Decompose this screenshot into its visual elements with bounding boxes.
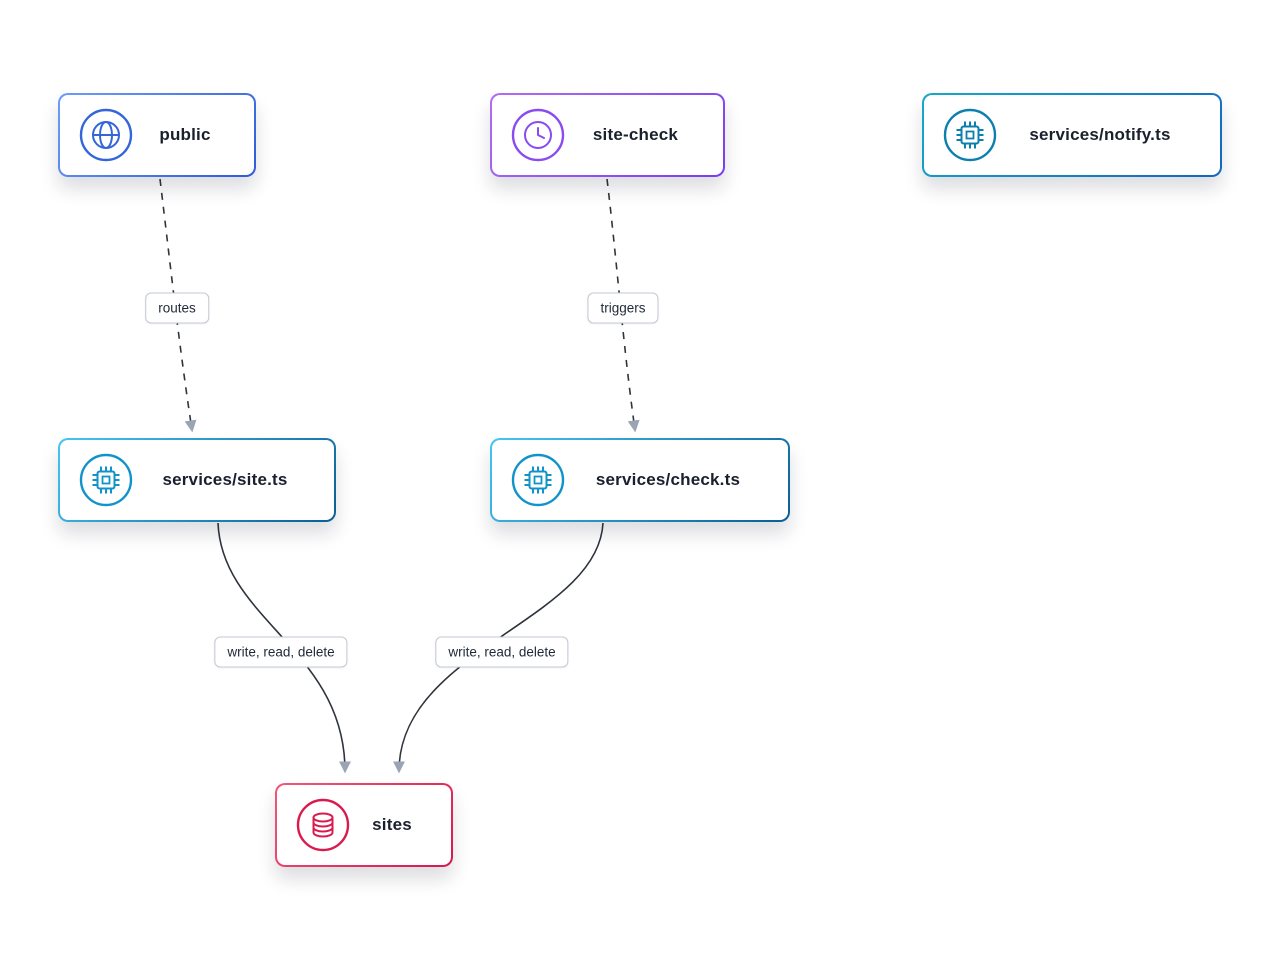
node-services-notify-body: services/notify.ts (924, 95, 1220, 175)
node-label: services/notify.ts (1029, 125, 1171, 144)
node-label: sites (372, 815, 412, 834)
edge-label-write-read-delete-left: write, read, delete (214, 636, 348, 668)
node-services-site-body: services/site.ts (60, 440, 334, 520)
node-services-notify[interactable]: services/notify.ts (922, 93, 1222, 177)
node-site-check[interactable]: site-check (490, 93, 725, 177)
edge-label-triggers: triggers (587, 292, 659, 324)
node-label: services/check.ts (595, 470, 741, 489)
node-label: public (159, 125, 211, 144)
edge-label-routes: routes (145, 292, 209, 324)
node-services-check-body: services/check.ts (492, 440, 788, 520)
chip-icon (510, 452, 566, 508)
globe-icon (78, 107, 134, 163)
database-icon (295, 797, 351, 853)
chip-icon (78, 452, 134, 508)
node-services-check[interactable]: services/check.ts (490, 438, 790, 522)
node-services-site[interactable]: services/site.ts (58, 438, 336, 522)
clock-icon (510, 107, 566, 163)
node-sites[interactable]: sites (275, 783, 453, 867)
node-label: site-check (592, 125, 679, 144)
chip-icon (942, 107, 998, 163)
node-sites-body: sites (277, 785, 451, 865)
node-site-check-body: site-check (492, 95, 723, 175)
node-public-body: public (60, 95, 254, 175)
node-public[interactable]: public (58, 93, 256, 177)
node-label: services/site.ts (162, 470, 288, 489)
edge-label-write-read-delete-right: write, read, delete (435, 636, 569, 668)
